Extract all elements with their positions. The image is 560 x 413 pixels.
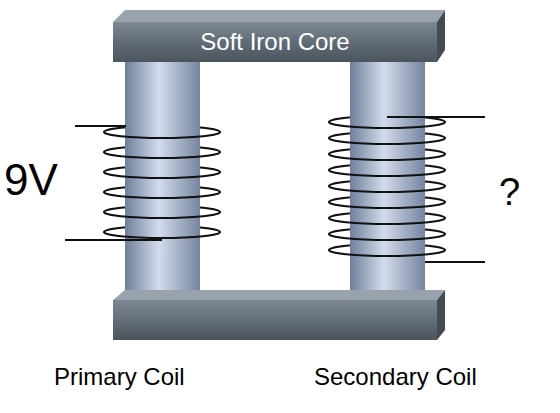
winding-front	[104, 172, 220, 178]
unknown-voltage: ?	[499, 172, 520, 214]
winding-front	[329, 250, 445, 256]
winding-front	[329, 234, 445, 240]
winding-front	[329, 170, 445, 176]
winding-front	[329, 138, 445, 144]
winding-front	[329, 218, 445, 224]
winding-front	[104, 192, 220, 198]
winding-front	[104, 212, 220, 218]
core-bottom-bar	[113, 290, 445, 340]
winding-front	[329, 202, 445, 208]
winding-front	[104, 132, 220, 138]
winding-front	[329, 186, 445, 192]
coil-name: Primary Coil	[54, 364, 185, 390]
winding-front	[329, 122, 445, 128]
core-right-limb	[350, 62, 425, 302]
core-label: Soft Iron Core	[200, 28, 349, 56]
coil-leads	[65, 117, 485, 262]
core-top-bar: Soft Iron Core	[113, 22, 437, 62]
core-top-bevel	[113, 10, 445, 62]
core-left-limb	[125, 62, 200, 302]
winding-front	[104, 232, 220, 238]
winding-front	[329, 154, 445, 160]
voltage-label: 9V	[4, 156, 58, 204]
winding-front	[104, 152, 220, 158]
coil-name: Secondary Coil	[314, 364, 477, 390]
coil-front-windings	[104, 122, 445, 256]
